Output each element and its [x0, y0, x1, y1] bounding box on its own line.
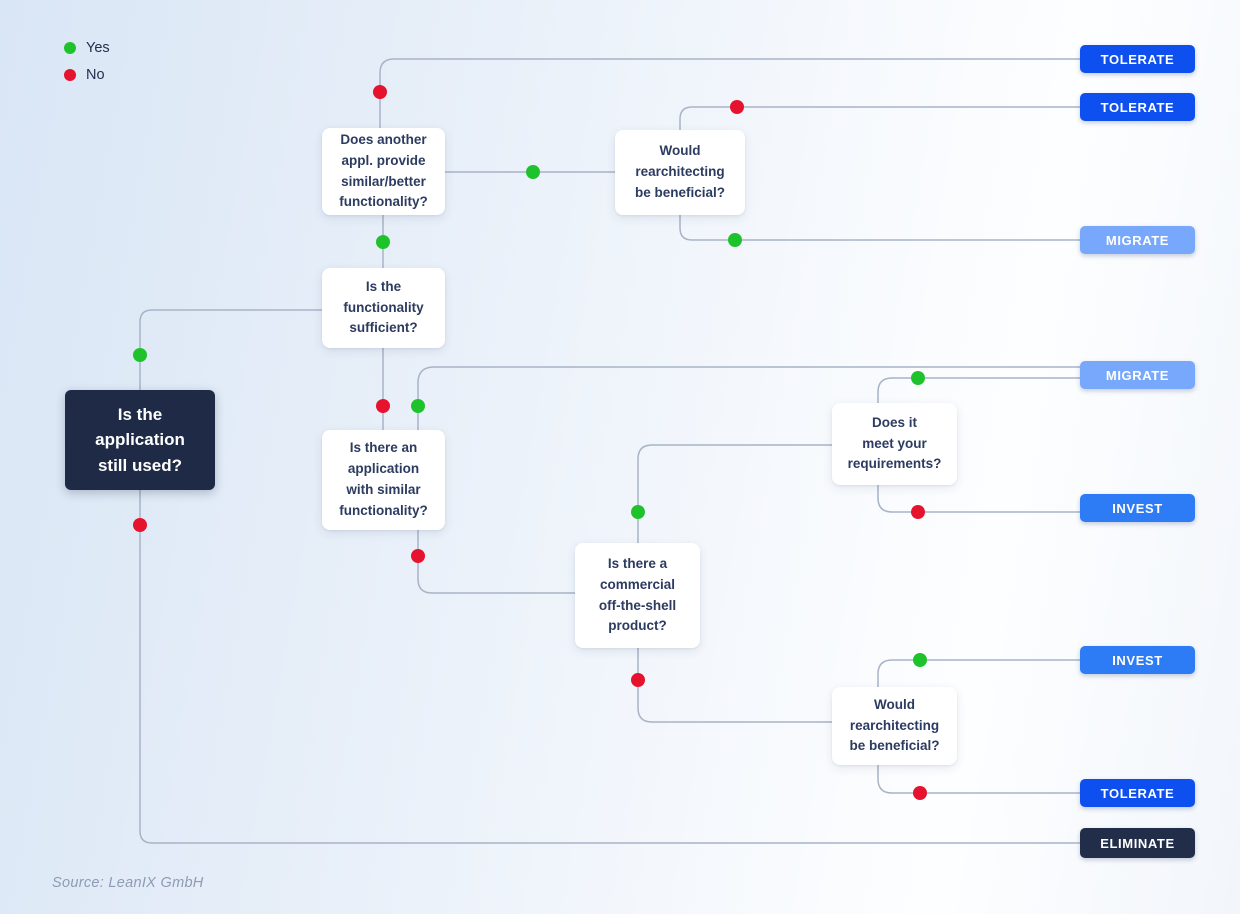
yes-dot: [526, 165, 540, 179]
no-dot: [133, 518, 147, 532]
edge-meet-yes: [877, 377, 1080, 403]
yes-dot: [133, 348, 147, 362]
no-dot: [373, 85, 387, 99]
edge-similar-yes: [417, 366, 1080, 430]
edge-rearch_bottom-no: [877, 765, 1080, 794]
outcome-tolerate-2[interactable]: TOLERATE: [1080, 93, 1195, 121]
node-application-still-used[interactable]: Is the application still used?: [65, 390, 215, 490]
edge-rearch_bottom-yes: [877, 659, 1080, 687]
outcome-tolerate-3[interactable]: TOLERATE: [1080, 779, 1195, 807]
node-rearchitecting-beneficial-bottom[interactable]: Would rearchitecting be beneficial?: [832, 687, 957, 765]
node-app-with-similar-functionality[interactable]: Is there an application with similar fun…: [322, 430, 445, 530]
outcome-migrate-1[interactable]: MIGRATE: [1080, 226, 1195, 254]
no-dot: [730, 100, 744, 114]
no-dot: [913, 786, 927, 800]
yes-dot: [411, 399, 425, 413]
no-dot: [631, 673, 645, 687]
node-another-app-better-functionality[interactable]: Does another appl. provide similar/bette…: [322, 128, 445, 215]
no-dot: [411, 549, 425, 563]
edge-rearch_top-yes: [679, 215, 1080, 241]
legend: Yes No: [64, 40, 110, 94]
legend-label-no: No: [86, 67, 105, 83]
node-rearchitecting-beneficial-top[interactable]: Would rearchitecting be beneficial?: [615, 130, 745, 215]
node-commercial-off-the-shell-product[interactable]: Is there a commercial off-the-shell prod…: [575, 543, 700, 648]
yes-dot-icon: [64, 42, 76, 54]
outcome-migrate-2[interactable]: MIGRATE: [1080, 361, 1195, 389]
edge-commercial-no: [637, 648, 832, 723]
no-dot-icon: [64, 69, 76, 81]
node-functionality-sufficient[interactable]: Is the functionality sufficient?: [322, 268, 445, 348]
yes-dot: [376, 235, 390, 249]
legend-item-yes: Yes: [64, 40, 110, 56]
outcome-tolerate-1[interactable]: TOLERATE: [1080, 45, 1195, 73]
yes-dot: [631, 505, 645, 519]
no-dot: [911, 505, 925, 519]
outcome-eliminate[interactable]: ELIMINATE: [1080, 828, 1195, 858]
outcome-invest-1[interactable]: INVEST: [1080, 494, 1195, 522]
yes-dot: [913, 653, 927, 667]
node-meets-requirements[interactable]: Does it meet your requirements?: [832, 403, 957, 485]
edge-rearch_top-no: [679, 106, 1080, 130]
source-credit: Source: LeanIX GmbH: [52, 875, 204, 891]
legend-item-no: No: [64, 67, 110, 83]
outcome-invest-2[interactable]: INVEST: [1080, 646, 1195, 674]
edge-commercial-yes: [637, 444, 832, 543]
edge-another-no: [379, 58, 1080, 128]
yes-dot: [728, 233, 742, 247]
no-dot: [376, 399, 390, 413]
legend-label-yes: Yes: [86, 40, 110, 56]
edge-meet-no: [877, 485, 1080, 513]
yes-dot: [911, 371, 925, 385]
edge-similar-no: [417, 530, 575, 594]
edge-root-yes: [139, 309, 322, 390]
edge-root-no: [139, 490, 1080, 844]
